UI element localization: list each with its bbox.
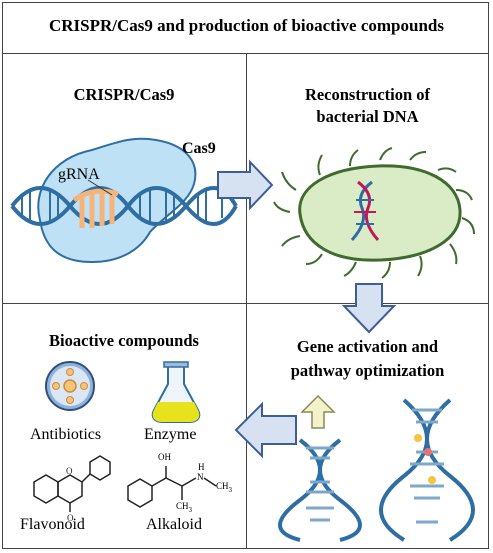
flavonoid-ring-o-label: O	[66, 466, 73, 476]
alkaloid-oh-label: OH	[158, 452, 171, 462]
crispr-heading: CRISPR/Cas9	[73, 85, 175, 104]
alkaloid-structure-icon	[127, 466, 217, 508]
arrow-left-icon	[234, 401, 297, 459]
cas9-label: Cas9	[182, 140, 216, 157]
bacteria-cell-icon	[298, 164, 462, 262]
column-divider	[246, 53, 247, 549]
arrow-right-icon	[217, 159, 274, 211]
up-arrow-icon	[300, 394, 336, 429]
gene-helix-left-icon	[278, 438, 362, 542]
flavonoid-label: Flavonoid	[20, 516, 85, 533]
gene-activation-heading-line2: pathway optimization	[290, 361, 445, 380]
grna-label: gRNA	[58, 166, 100, 183]
flavonoid-structure-icon	[33, 455, 111, 512]
reconstruction-heading-line2: bacterial DNA	[316, 107, 419, 126]
gene-helix-right-icon	[379, 398, 475, 542]
figure-frame	[2, 2, 489, 549]
plasmid-dna-icon	[350, 180, 380, 241]
grna-pointer-line	[87, 179, 113, 196]
alkaloid-ch3-a-label: CH3	[216, 481, 233, 494]
row-divider	[2, 303, 489, 304]
dna-helix-icon	[10, 186, 238, 226]
flask-icon	[151, 361, 201, 423]
bioactive-heading: Bioactive compounds	[49, 331, 199, 350]
alkaloid-ch3-b-label: CH3	[176, 501, 193, 514]
petri-dish-icon	[45, 361, 95, 411]
reconstruction-heading-line1: Reconstruction of	[304, 85, 431, 104]
bacteria-flagella-icon	[273, 147, 475, 279]
alkaloid-n-label: N	[197, 472, 204, 482]
cas9-protein-icon	[37, 137, 197, 264]
title-divider	[2, 53, 489, 54]
alkaloid-label: Alkaloid	[146, 516, 202, 533]
flavonoid-keto-o-label: O	[67, 513, 74, 523]
alkaloid-h-label: H	[198, 462, 205, 472]
enzyme-label: Enzyme	[144, 426, 197, 443]
figure-title: CRISPR/Cas9 and production of bioactive …	[48, 16, 444, 35]
gene-activation-heading-line1: Gene activation and	[296, 337, 439, 356]
arrow-down-icon	[341, 283, 397, 334]
grna-strand-icon	[72, 188, 119, 228]
antibiotics-label: Antibiotics	[30, 426, 102, 443]
